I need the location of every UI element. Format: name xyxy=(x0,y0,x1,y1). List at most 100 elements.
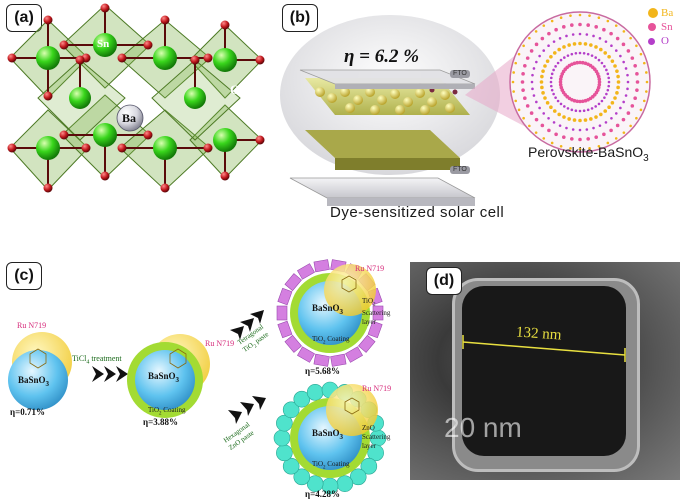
nanostructure-dot xyxy=(598,37,602,40)
nanostructure-dot xyxy=(517,52,521,56)
nanostructure-dot xyxy=(557,112,561,117)
nanostructure-dot xyxy=(558,82,563,87)
nanostructure-dot xyxy=(635,72,639,76)
nanostructure-dot xyxy=(614,49,618,52)
ticl4-treatment-label: TiCl4 treatment xyxy=(72,354,122,366)
nanostructure-dot xyxy=(550,19,554,23)
nanostructure-dot xyxy=(523,96,527,100)
nanostructure-dot xyxy=(574,109,578,113)
nanostructure-dot xyxy=(639,52,643,56)
nanostructure-dot xyxy=(547,128,551,133)
nanostructure-dot xyxy=(639,108,643,112)
nanostructure-dot xyxy=(549,84,553,88)
nanostructure-dot xyxy=(534,42,539,47)
nanostructure-dot xyxy=(635,88,639,92)
nanostructure-dot xyxy=(520,80,525,84)
nanostructure-dot xyxy=(532,67,536,70)
nanostructure-dot xyxy=(550,141,554,145)
nanostructure-dot xyxy=(602,27,606,32)
tio2-block xyxy=(367,320,383,339)
nanostructure-dot xyxy=(538,54,541,58)
particle-size-label: 132 nm xyxy=(515,324,562,344)
tio2-block xyxy=(313,259,330,273)
nanostructure-dot xyxy=(578,109,582,113)
nanostructure-dot xyxy=(614,137,618,140)
nanostructure-dot xyxy=(542,24,546,27)
zno-bead xyxy=(306,384,324,401)
nanostructure-dot xyxy=(594,25,598,29)
nanostructure-dot xyxy=(602,132,606,137)
nanostructure-dot xyxy=(633,96,637,100)
nanostructure-dot xyxy=(607,76,611,80)
core-label-2: BaSnO3 xyxy=(148,371,180,384)
zno-bead xyxy=(282,401,300,419)
nanostructure-dot xyxy=(545,101,550,105)
zno-bead xyxy=(293,468,311,486)
efficiency-tetragonal: η=5.68% xyxy=(305,366,340,376)
nanostructure-dot xyxy=(610,116,613,120)
nanostructure-dot xyxy=(624,67,628,70)
nanostructure-dot xyxy=(534,117,539,122)
nanostructure-dot xyxy=(535,60,538,64)
nanostructure-dot xyxy=(616,80,621,84)
nanostructure-dot xyxy=(559,58,563,62)
zno-bead xyxy=(273,429,291,447)
nanostructure-dot xyxy=(554,27,558,32)
nanostructure-dot xyxy=(606,72,610,76)
nanostructure-dot xyxy=(603,51,608,55)
nanostructure-dot xyxy=(539,80,544,84)
nanostructure-dot xyxy=(578,128,582,132)
zno-bead xyxy=(360,457,378,475)
nanostructure-dot xyxy=(572,42,577,46)
legend-item-o: O xyxy=(648,34,684,48)
nanostructure-dot xyxy=(626,87,629,91)
tio2-block xyxy=(284,273,302,292)
nanostructure-dot xyxy=(543,96,547,100)
tio2-scattering-label: TiO2 Scattering layer xyxy=(362,297,391,327)
nanostructure-dot xyxy=(559,102,563,106)
nanostructure-dot xyxy=(567,117,571,121)
tio2-block xyxy=(330,353,347,367)
fto-label-top: FTO xyxy=(453,70,467,77)
tio2-block xyxy=(345,346,363,363)
nanostructure-dot xyxy=(534,30,538,33)
nanostructure-dot xyxy=(566,54,570,57)
nanostructure-dot xyxy=(626,111,631,115)
tio2-block xyxy=(297,263,315,280)
panel-c-label: (c) xyxy=(6,262,42,290)
nanostructure-dot xyxy=(541,69,545,73)
nanostructure-dot xyxy=(580,60,585,65)
nanostructure-dot xyxy=(594,45,598,49)
panel-a-label: (a) xyxy=(6,4,42,32)
nanostructure-dot xyxy=(540,36,545,41)
zno-bead xyxy=(367,444,384,462)
nanostructure-dot xyxy=(645,90,648,93)
nanostructure-dot xyxy=(563,56,566,59)
nanostructure-dot xyxy=(590,54,594,57)
nanostructure-dot xyxy=(613,96,617,100)
efficiency-label: η = 6.2 % xyxy=(344,46,420,67)
nanostructure-dot xyxy=(552,51,557,55)
nanostructure-dot xyxy=(586,23,590,27)
nanostructure-dot xyxy=(556,99,560,103)
nanostructure-dot xyxy=(613,64,617,68)
nanostructure-dot xyxy=(534,131,538,134)
nanostructure-dot xyxy=(594,56,597,59)
legend-item-sn: Sn xyxy=(648,20,684,34)
nanostructure-dot xyxy=(547,44,550,48)
nanostructure-dot xyxy=(578,41,582,46)
dye-label-1: Ru N719 xyxy=(17,321,47,330)
nanostructure-dot xyxy=(570,108,574,112)
nanostructure-dot xyxy=(552,68,555,72)
nanostructure-dot xyxy=(599,112,603,117)
nanostructure-dot xyxy=(525,56,530,60)
nanostructure-dot xyxy=(554,65,557,68)
nanostructure-dot xyxy=(525,104,530,108)
nanostructure-dot xyxy=(605,92,608,96)
nanostructure-dot xyxy=(582,51,586,55)
dye-cell-evolution-diagram xyxy=(8,259,387,495)
nanostructure-dot xyxy=(597,102,601,106)
zno-bead xyxy=(349,468,367,486)
panel-d-label: (d) xyxy=(426,267,462,295)
legend-swatch xyxy=(648,8,658,18)
